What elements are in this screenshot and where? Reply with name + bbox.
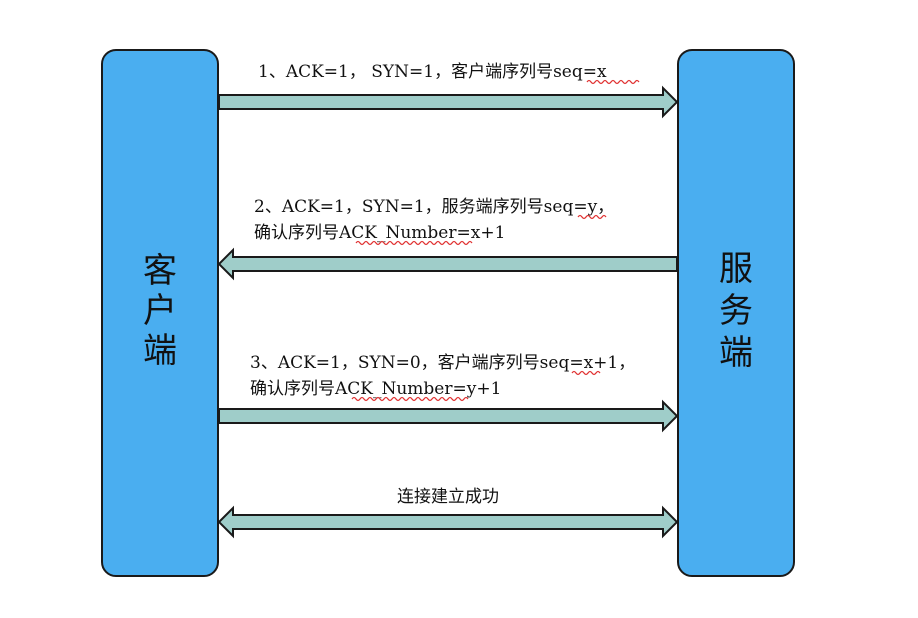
client-label-char-1: 客: [143, 251, 177, 291]
message-1: 1、ACK=1， SYN=1，客户端序列号seq=x: [218, 62, 679, 119]
spellcheck-underline: [586, 79, 640, 85]
message-2-line-2: 确认序列号ACK_Number=x+1: [254, 223, 505, 243]
spellcheck-underline: [355, 240, 473, 246]
client-label-char-3: 端: [143, 331, 177, 371]
server-node: 服 务 端: [677, 49, 795, 577]
arrow-right-1: [218, 85, 679, 119]
spellcheck-underline: [571, 370, 601, 376]
message-3: 3、ACK=1，SYN=0，客户端序列号seq=x+1， 确认序列号ACK_Nu…: [218, 353, 679, 433]
message-2-line-1: 2、ACK=1，SYN=1，服务端序列号seq=y，: [254, 197, 614, 217]
spellcheck-underline: [577, 214, 607, 220]
message-3-line-1: 3、ACK=1，SYN=0，客户端序列号seq=x+1，: [250, 353, 635, 373]
client-node: 客 户 端: [101, 49, 219, 577]
client-label-char-2: 户: [143, 291, 177, 331]
arrow-left-2: [217, 247, 678, 281]
arrow-right-3: [218, 399, 679, 433]
server-label-char-2: 务: [719, 291, 753, 331]
server-label-char-3: 端: [719, 333, 753, 373]
message-3-line-2: 确认序列号ACK_Number=y+1: [250, 379, 501, 399]
message-1-line-1: 1、ACK=1， SYN=1，客户端序列号seq=x: [258, 62, 607, 82]
server-label-char-1: 服: [719, 249, 753, 289]
server-box: [677, 49, 795, 577]
message-4: 连接建立成功: [217, 487, 679, 539]
message-4-line-1: 连接建立成功: [397, 487, 499, 507]
arrow-both-4: [217, 505, 679, 539]
client-box: [101, 49, 219, 577]
message-2: 2、ACK=1，SYN=1，服务端序列号seq=y， 确认序列号ACK_Numb…: [217, 197, 678, 281]
spellcheck-underline: [351, 396, 469, 402]
